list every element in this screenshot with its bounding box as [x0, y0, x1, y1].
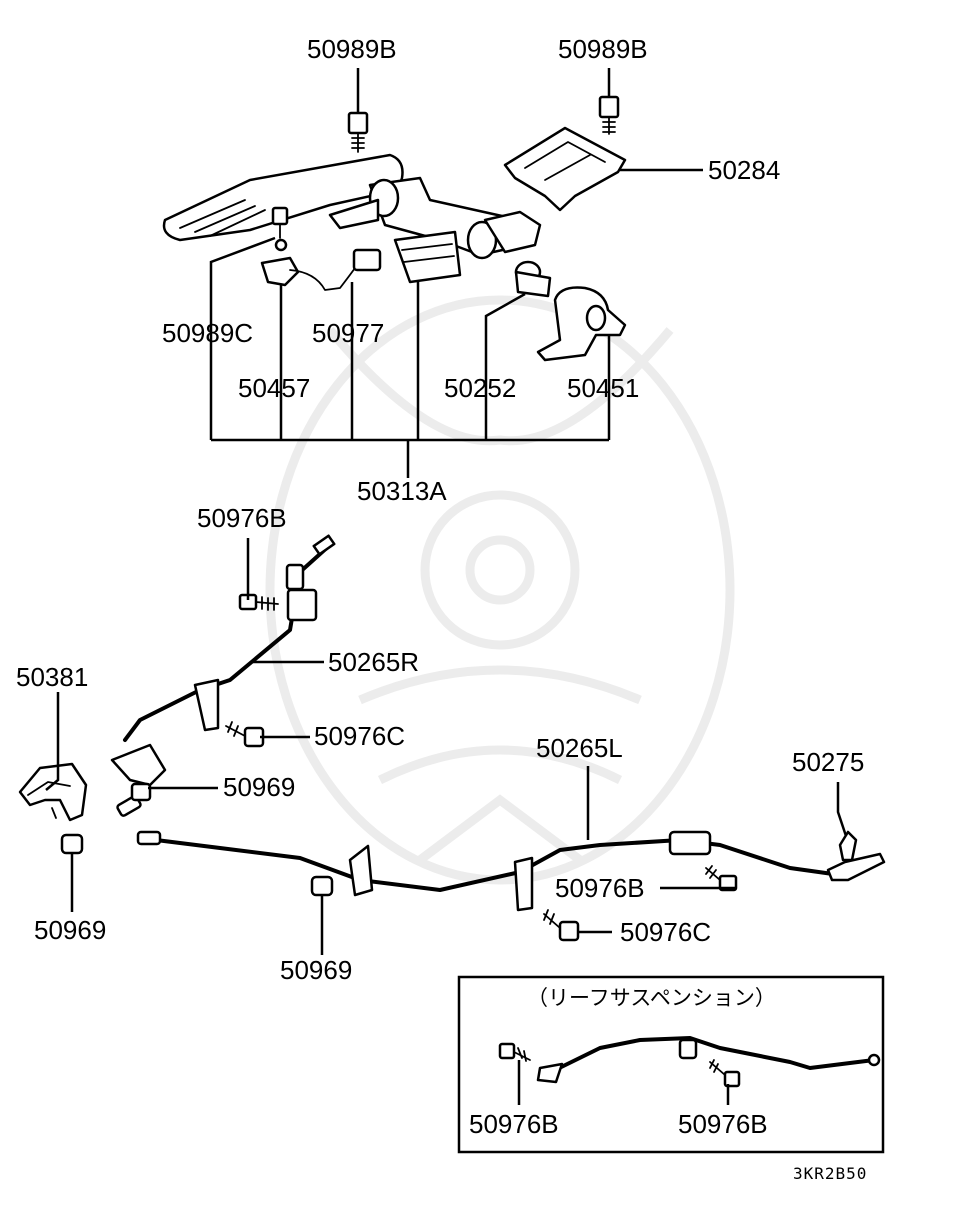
nut-50969-cover: [60, 833, 84, 855]
callout-mount: 50451: [567, 373, 639, 403]
cover-50381: [18, 762, 88, 822]
callout-cover: 50381: [16, 662, 88, 692]
callout-nut-mid: 50969: [223, 772, 295, 802]
cable-50265R: [110, 534, 336, 817]
callout-bolt-top-left: 50989B: [307, 34, 397, 64]
nut-50969-bottom: [310, 875, 334, 897]
callout-nut-cover: 50969: [34, 915, 106, 945]
leader-lines-cable-r: [45, 538, 324, 912]
bolt-50976C-cable-l: [543, 909, 580, 942]
callout-cable-l: 50265L: [536, 733, 623, 763]
callout-bolt-cable-r: 50976C: [314, 721, 405, 751]
figure-code: 3KR2B50: [793, 1164, 867, 1183]
callout-switch: 50457: [238, 373, 310, 403]
callout-bolt-top-right: 50989B: [558, 34, 648, 64]
callout-cable-r: 50265R: [328, 647, 419, 677]
inset-title: （リーフサスペンション）: [527, 987, 776, 1010]
bolt-top-left: [347, 111, 369, 153]
clip-50275: [838, 830, 858, 862]
bolt-50976C-cable-r: [225, 721, 265, 748]
bolt-50976B-cable-l: [705, 865, 738, 892]
inset-callout-bolt-right: 50976B: [678, 1109, 768, 1139]
inset-callout-bolt-left: 50976B: [469, 1109, 559, 1139]
callout-switch-harness: 50977: [312, 318, 384, 348]
callout-bracket: 50284: [708, 155, 780, 185]
bolt-top-right: [598, 95, 620, 135]
callout-bolt-lever: 50989C: [162, 318, 253, 348]
callout-bolt-cable-l-c: 50976C: [620, 917, 711, 947]
nut-50969-mid: [130, 782, 152, 802]
callout-grommet: 50252: [444, 373, 516, 403]
inset-leaf-suspension: [457, 975, 885, 1154]
lever-assembly: [162, 153, 542, 284]
callout-bolt-cable-l-b: 50976B: [555, 873, 645, 903]
bracket-50284: [503, 126, 627, 212]
switch-50457: [260, 248, 382, 291]
callout-lever-assy: 50313A: [357, 476, 447, 506]
callout-clip: 50275: [792, 747, 864, 777]
grommet-50252: [514, 260, 552, 298]
mount-50451: [536, 286, 627, 362]
leader-lines-cable-l: [320, 766, 848, 955]
cable-50265L: [136, 830, 886, 912]
callout-bolt-cable-r-top: 50976B: [197, 503, 287, 533]
leader-lines-top: [209, 68, 703, 478]
callout-nut-bottom: 50969: [280, 955, 352, 985]
